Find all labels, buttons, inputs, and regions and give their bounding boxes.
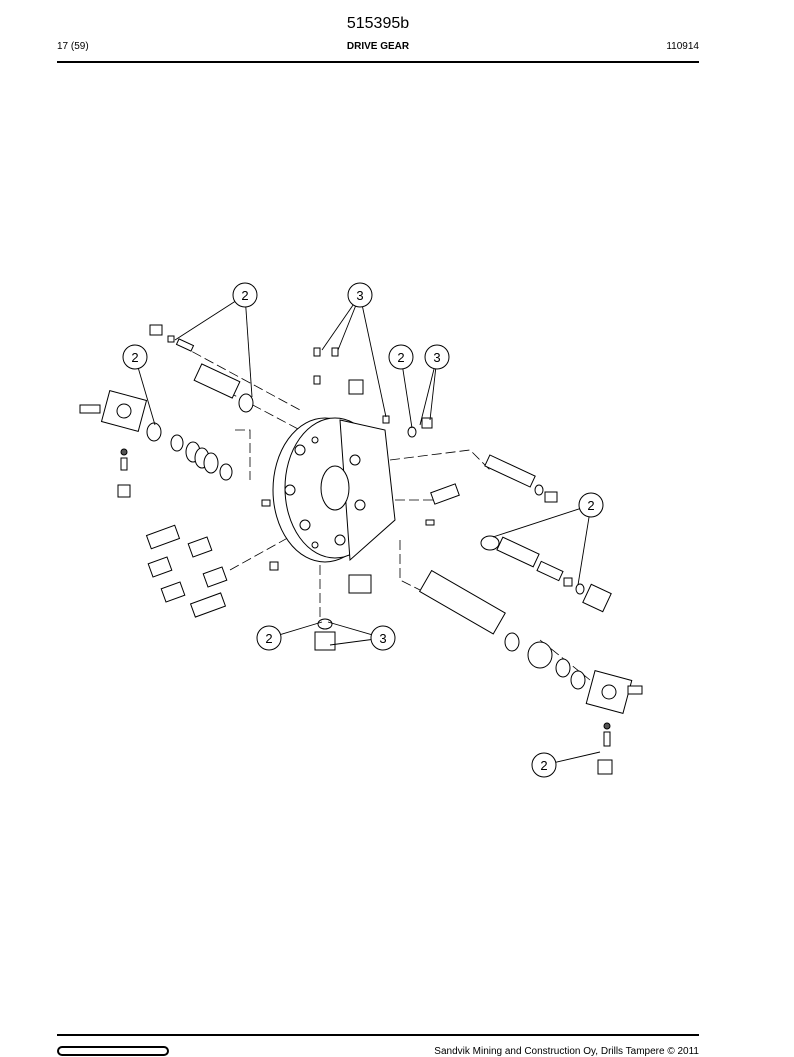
copyright-notice: Sandvik Mining and Construction Oy, Dril… <box>434 1046 699 1057</box>
top-small-parts <box>313 347 433 438</box>
svg-text:2: 2 <box>131 350 138 365</box>
springs <box>145 499 279 618</box>
date-code: 110914 <box>666 41 699 52</box>
right-valve-parts <box>418 454 643 775</box>
svg-text:2: 2 <box>397 350 404 365</box>
callout-7: 2 <box>256 625 282 651</box>
callout-3: 2 <box>122 344 148 370</box>
svg-text:3: 3 <box>433 350 440 365</box>
page-count: 17 (59) <box>57 41 89 52</box>
callout-bubbles: 2 3 2 2 3 2 2 3 2 <box>122 282 604 778</box>
section-title: DRIVE GEAR <box>346 41 410 52</box>
callout-2: 3 <box>347 282 373 308</box>
svg-text:3: 3 <box>356 288 363 303</box>
sandvik-logo <box>57 1046 169 1056</box>
callout-1: 2 <box>232 282 258 308</box>
svg-text:3: 3 <box>379 631 386 646</box>
svg-text:2: 2 <box>241 288 248 303</box>
bottom-plugs <box>314 574 372 651</box>
callout-8: 3 <box>370 625 396 651</box>
svg-text:2: 2 <box>540 758 547 773</box>
footer-rule <box>57 1034 699 1036</box>
document-number: 515395b <box>346 15 410 32</box>
housing-plate <box>272 417 396 563</box>
left-parts <box>79 324 254 498</box>
svg-text:2: 2 <box>587 498 594 513</box>
exploded-parts-drawing: 2 3 2 2 3 2 2 3 2 <box>79 282 643 778</box>
callout-5: 3 <box>424 344 450 370</box>
header-rule <box>57 61 699 63</box>
svg-text:2: 2 <box>265 631 272 646</box>
callout-6: 2 <box>578 492 604 518</box>
callout-9: 2 <box>531 752 557 778</box>
callout-4: 2 <box>388 344 414 370</box>
page-header: 17 (59) DRIVE GEAR 110914 <box>57 41 699 55</box>
